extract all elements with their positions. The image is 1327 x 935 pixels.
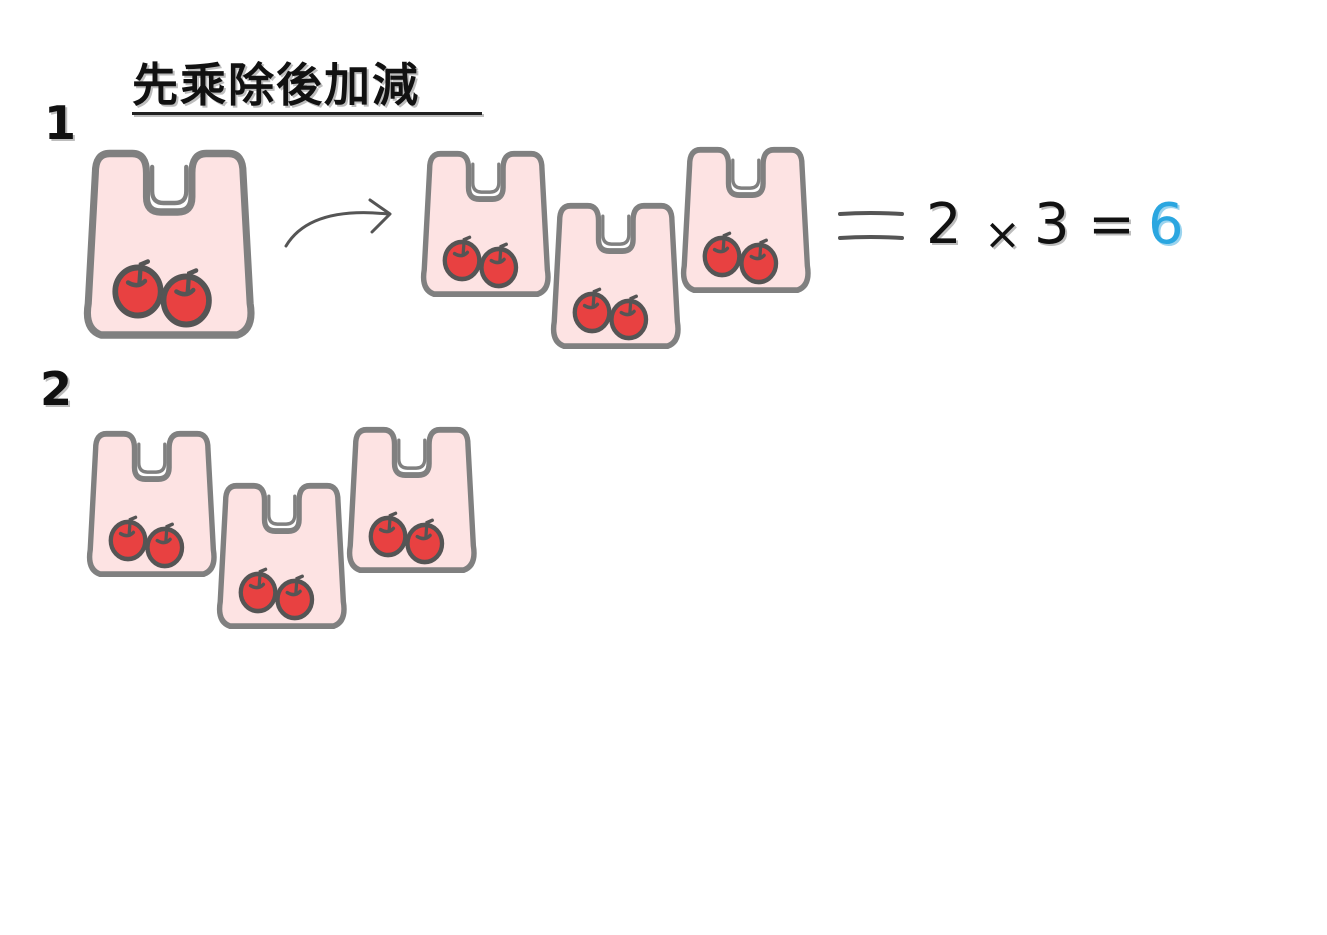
shopping-bag-icon [87, 154, 251, 336]
row-label-2: 2 [40, 362, 73, 416]
arrow-icon [284, 198, 392, 248]
equation-equals: = [1088, 192, 1135, 257]
shopping-bag-icon [220, 486, 344, 626]
double-line-equals-icon [838, 211, 904, 240]
shopping-bag-icon [424, 154, 548, 294]
shopping-bag-icon [90, 434, 214, 574]
equation-operand-b: 3 [1034, 192, 1070, 257]
shopping-bag-icon [554, 206, 678, 346]
shopping-bag-icon [350, 430, 474, 570]
shopping-bag-icon [684, 150, 808, 290]
equation-times: × [984, 209, 1021, 260]
page-title: 先乘除後加減 [132, 58, 420, 112]
equation-result: 6 [1148, 192, 1184, 257]
equation-operand-a: 2 [926, 192, 962, 257]
title-underline [132, 112, 482, 115]
row-label-1: 1 [44, 96, 77, 150]
